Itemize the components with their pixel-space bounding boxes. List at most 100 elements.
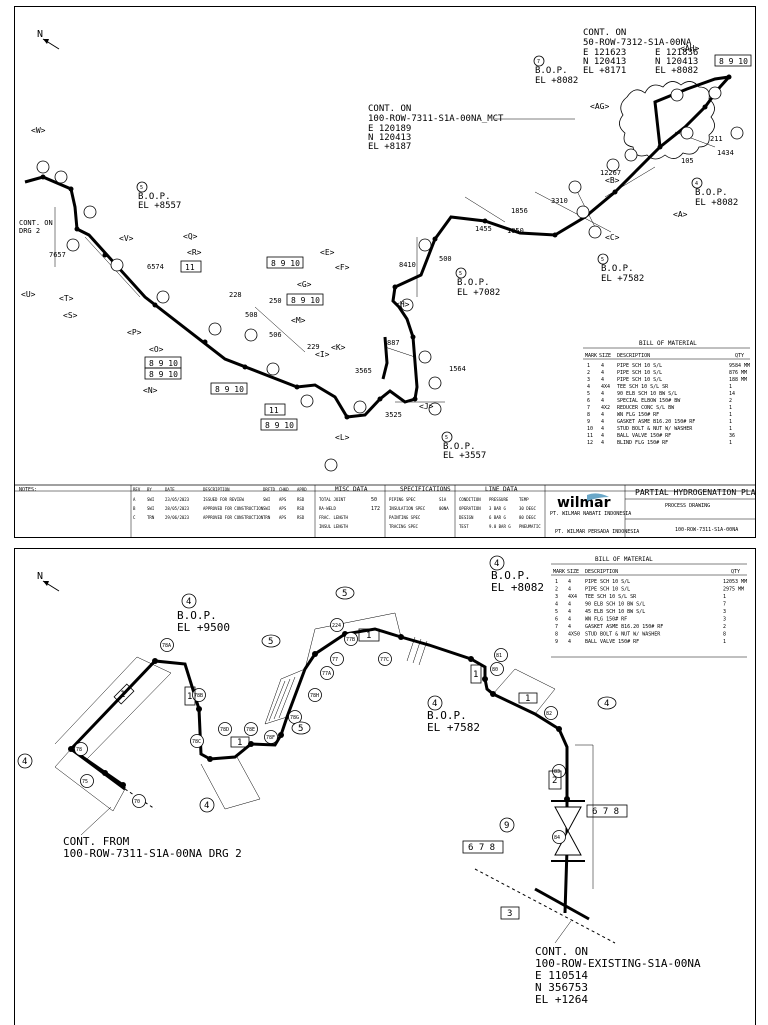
revision-cloud xyxy=(619,81,715,160)
bom-size: 4 xyxy=(568,609,571,615)
svg-text:8 9 10: 8 9 10 xyxy=(215,385,244,394)
svg-text:228: 228 xyxy=(229,291,242,299)
bom-mark: 6 xyxy=(587,398,590,404)
weld-bubble xyxy=(218,722,232,736)
bom-mark: 12 xyxy=(587,440,593,446)
svg-text:1050: 1050 xyxy=(507,227,524,235)
svg-text:1856: 1856 xyxy=(511,207,528,215)
svg-text:<I>: <I> xyxy=(315,350,330,359)
weld-bubble xyxy=(344,632,358,646)
bom-qty: 2975 MM xyxy=(723,587,744,593)
weld-number: 77C xyxy=(380,657,389,663)
weld-number: 75 xyxy=(82,779,88,785)
bom-description: PIPE SCH 10 S/L xyxy=(585,587,630,593)
bom-mark: 4 xyxy=(587,384,590,390)
bop-label-2: 5 B.O.P. EL +8557 xyxy=(136,181,181,211)
weld-number: 77A xyxy=(322,671,331,677)
svg-text:8 9 10: 8 9 10 xyxy=(265,421,294,430)
svg-text:<P>: <P> xyxy=(127,328,142,337)
bom-size: 4 xyxy=(568,579,571,585)
svg-text:<M>: <M> xyxy=(291,316,306,325)
svg-text:8 9 10: 8 9 10 xyxy=(149,359,178,368)
svg-text:6574: 6574 xyxy=(147,263,164,271)
bom-size: 4 xyxy=(601,363,604,369)
revision-cell: 29/06/2023 xyxy=(165,515,190,520)
svg-text:5: 5 xyxy=(601,257,604,263)
bom-size: 4 xyxy=(601,391,604,397)
bom-qty: 12053 MM xyxy=(723,579,747,585)
line-data-cell: DESIGN xyxy=(459,515,474,520)
svg-text:B.O.P.: B.O.P. xyxy=(601,264,634,274)
svg-text:6 7 8: 6 7 8 xyxy=(468,843,495,853)
svg-text:MARK: MARK xyxy=(585,353,597,359)
svg-text:EL +1264: EL +1264 xyxy=(535,993,588,1006)
bom-qty: 2 xyxy=(729,398,732,404)
bom-size: 4 xyxy=(601,377,604,383)
weld-number: 78F xyxy=(266,735,275,741)
bom-description: PIPE SCH 10 S/L xyxy=(617,363,662,369)
bom-size: 4 xyxy=(568,617,571,623)
svg-text:B.O.P.: B.O.P. xyxy=(443,442,476,452)
line-data-cell: 30 DEGC xyxy=(519,506,536,511)
svg-text:B.O.P.: B.O.P. xyxy=(535,66,568,76)
bom-description: PIPE SCH 10 S/L xyxy=(617,370,662,376)
bom-size: 4 xyxy=(568,587,571,593)
bom-description: PIPE SCH 10 S/L xyxy=(585,579,630,585)
title-block-header: CHKD xyxy=(279,487,289,492)
svg-text:EL +8171: EL +8171 xyxy=(583,66,626,76)
revision-cell: SWI xyxy=(147,506,155,511)
svg-text:<U>: <U> xyxy=(21,290,36,299)
svg-text:E 121836: E 121836 xyxy=(655,48,698,58)
svg-text:EL +8187: EL +8187 xyxy=(368,142,411,152)
weld-number: 77B xyxy=(346,637,355,643)
svg-text:8410: 8410 xyxy=(399,261,416,269)
svg-text:N 120413: N 120413 xyxy=(583,57,626,67)
bom-description: BALL VALVE 150# RF xyxy=(617,433,671,439)
bom-qty: 1 xyxy=(729,412,732,418)
bop-label-2-1: 4 B.O.P. EL +9500 xyxy=(177,593,230,634)
revision-cell: RSD xyxy=(297,497,305,502)
svg-text:CONT. ON: CONT. ON xyxy=(19,219,53,227)
weld-number: 78G xyxy=(290,715,299,721)
bom-description: WN FLG 150# RF xyxy=(617,412,659,418)
svg-text:4: 4 xyxy=(604,699,609,709)
svg-text:4: 4 xyxy=(494,559,499,569)
svg-text:<N>: <N> xyxy=(143,386,158,395)
bop-label-5: 5 B.O.P. EL +7582 xyxy=(597,253,644,284)
svg-text:<Q>: <Q> xyxy=(183,232,198,241)
svg-text:B.O.P.: B.O.P. xyxy=(457,278,490,288)
weld-number: 83 xyxy=(554,769,560,775)
bop-label-3: 5 B.O.P. EL +7082 xyxy=(455,267,500,298)
spec-label: INSULATION SPEC xyxy=(389,506,426,511)
svg-text:B.O.P.: B.O.P. xyxy=(695,188,728,198)
pipe-branch-top xyxy=(653,75,730,148)
svg-text:3310: 3310 xyxy=(551,197,568,205)
svg-text:4: 4 xyxy=(204,801,209,811)
bom-mark: 8 xyxy=(587,412,590,418)
line-data-cell: 9.0 BAR G xyxy=(489,524,511,529)
weld-bubble xyxy=(192,688,206,702)
svg-text:<C>: <C> xyxy=(605,233,620,242)
svg-text:<R>: <R> xyxy=(187,248,202,257)
revision-cell: TRN xyxy=(263,515,271,520)
cont-on-label-2: CONT. ON 100-ROW-EXISTING-S1A-00NA E 110… xyxy=(535,920,701,1006)
svg-text:229: 229 xyxy=(307,343,320,351)
cont-on-mid: CONT. ON 100-ROW-7311-S1A-00NA_MCT E 120… xyxy=(368,104,575,152)
svg-text:8 9 10: 8 9 10 xyxy=(291,296,320,305)
svg-text:250: 250 xyxy=(269,297,282,305)
svg-text:3565: 3565 xyxy=(355,367,372,375)
revision-cell: C xyxy=(133,515,136,520)
line-data-cell: OPERATION xyxy=(459,506,481,511)
svg-text:9: 9 xyxy=(504,821,509,831)
weld-bubble xyxy=(330,618,344,632)
svg-text:SIZE: SIZE xyxy=(599,353,611,359)
bom-mark: 3 xyxy=(555,594,558,600)
flag-labels-2: 6 7 8 6 7 8 xyxy=(462,804,628,854)
svg-text:DESCRIPTION: DESCRIPTION xyxy=(617,353,650,359)
weld-number: 70 xyxy=(134,799,140,805)
misc-label: FRAC. LENGTH xyxy=(319,515,348,520)
bom-qty: 1 xyxy=(723,594,726,600)
bom-description: SPECIAL ELBOW 150# BW xyxy=(617,398,681,404)
